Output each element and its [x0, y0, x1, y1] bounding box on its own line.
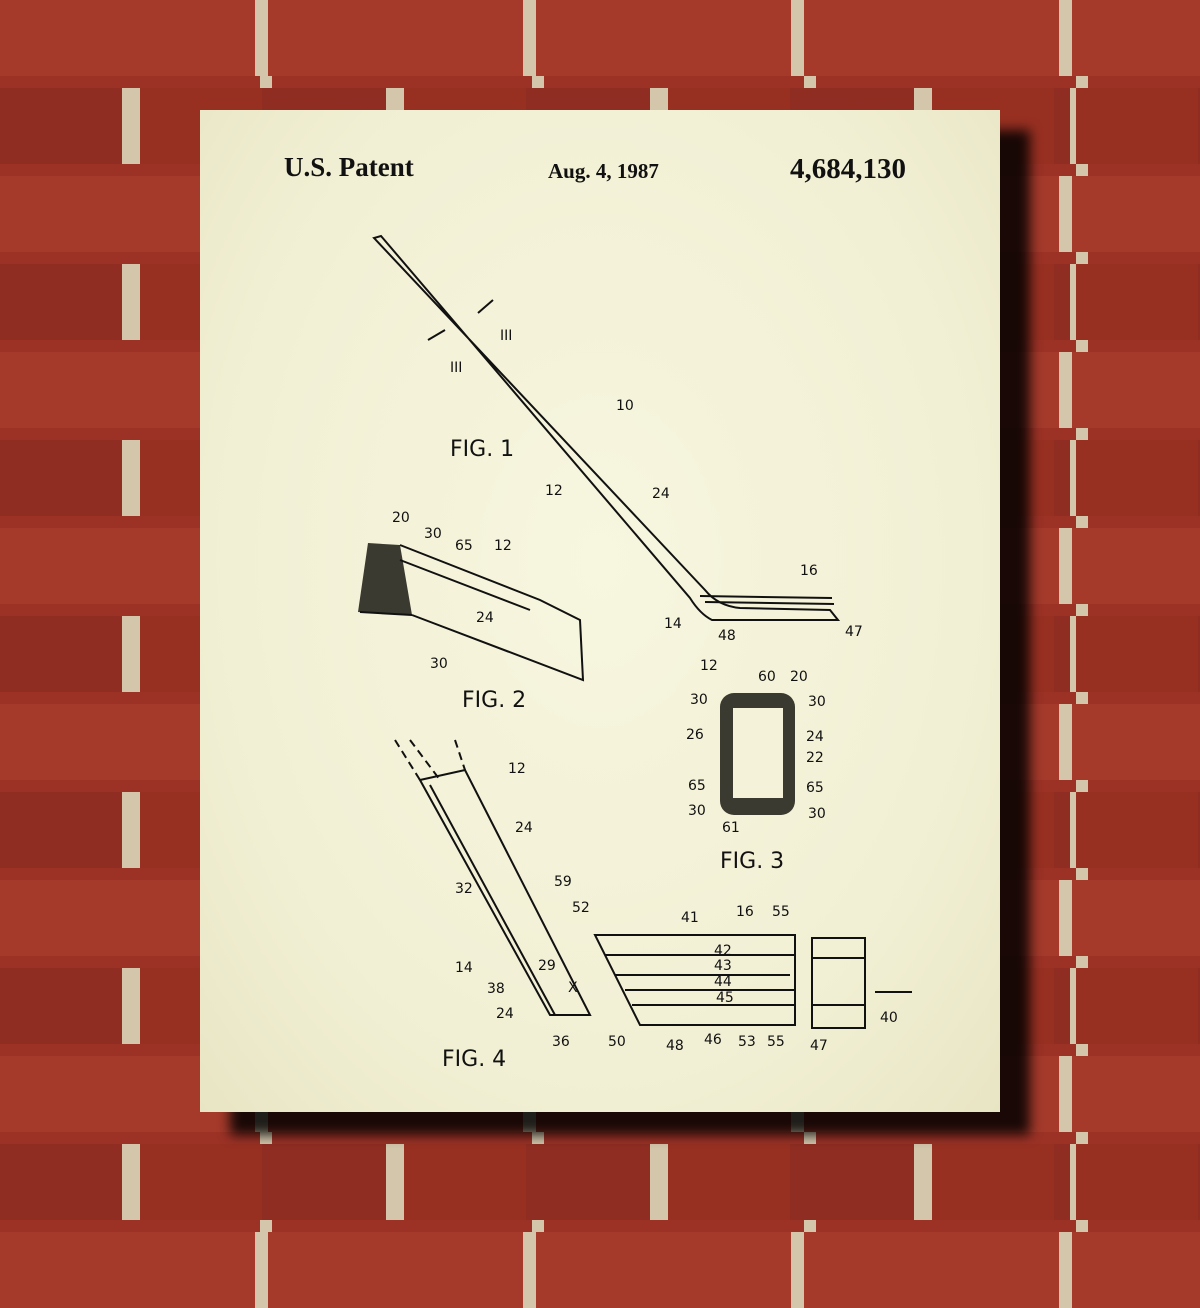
fig3-label: 26: [686, 727, 704, 743]
fig4-label: 59: [554, 874, 572, 890]
fig4-label: 53: [738, 1034, 756, 1050]
fig4-label: 52: [572, 900, 590, 916]
patent-label: U.S. Patent: [284, 152, 414, 182]
fig4-label: 12: [508, 761, 526, 777]
fig1-label: 16: [800, 563, 818, 579]
fig3-cross-section: [720, 693, 795, 815]
fig4-label: 42: [714, 943, 732, 959]
fig4-label: X: [568, 980, 578, 996]
fig2-label: 65: [455, 538, 473, 554]
fig2-section-view: [358, 543, 585, 682]
patent-number: 4,684,130: [790, 153, 906, 185]
fig3-label: 30: [690, 692, 708, 708]
fig4-label: 40: [880, 1010, 898, 1026]
fig1-title: FIG. 1: [450, 437, 514, 462]
fig4-label: 36: [552, 1034, 570, 1050]
fig1-label: III: [500, 328, 512, 344]
fig2-label: 12: [494, 538, 512, 554]
fig4-label: 41: [681, 910, 699, 926]
fig3-label: 30: [808, 806, 826, 822]
fig4-label: 24: [496, 1006, 514, 1022]
fig1-label: 24: [652, 486, 670, 502]
fig4-label: 14: [455, 960, 473, 976]
fig2-label: 30: [430, 656, 448, 672]
patent-drawing: U.S. Patent Aug. 4, 1987 4,684,130 FIG. …: [284, 152, 912, 1072]
fig3-label: 30: [688, 803, 706, 819]
patent-date: Aug. 4, 1987: [548, 159, 659, 183]
fig3-label: 65: [688, 778, 706, 794]
fig3-label: 30: [808, 694, 826, 710]
fig1-label: 47: [845, 624, 863, 640]
fig1-label: III: [450, 360, 462, 376]
fig3-label: 12: [700, 658, 718, 674]
fig2-label: 24: [476, 610, 494, 626]
fig3-label: 24: [806, 729, 824, 745]
fig4-label: 44: [714, 974, 732, 990]
fig4-label: 38: [487, 981, 505, 997]
fig1-label: 14: [664, 616, 682, 632]
fig3-label: 22: [806, 750, 824, 766]
fig4-label: 24: [515, 820, 533, 836]
fig2-label: 30: [424, 526, 442, 542]
fig4-label: 50: [608, 1034, 626, 1050]
fig4-blade-detail: [394, 739, 912, 1029]
fig2-label: 20: [392, 510, 410, 526]
fig1-label: 48: [718, 628, 736, 644]
fig4-label: 32: [455, 881, 473, 897]
fig4-label: 16: [736, 904, 754, 920]
fig1-label: 10: [616, 398, 634, 414]
fig3-label: 61: [722, 820, 740, 836]
fig1-label: 12: [545, 483, 563, 499]
fig4-label: 46: [704, 1032, 722, 1048]
fig4-label: 29: [538, 958, 556, 974]
fig3-label: 65: [806, 780, 824, 796]
fig4-label: 55: [772, 904, 790, 920]
fig4-label: 47: [810, 1038, 828, 1054]
fig3-title: FIG. 3: [720, 849, 784, 874]
fig2-title: FIG. 2: [462, 688, 526, 713]
fig3-label: 20: [790, 669, 808, 685]
fig4-label: 48: [666, 1038, 684, 1054]
fig4-label: 55: [767, 1034, 785, 1050]
fig1-hockey-stick: [372, 234, 841, 621]
fig4-label: 45: [716, 990, 734, 1006]
fig4-title: FIG. 4: [442, 1047, 506, 1072]
fig4-label: 43: [714, 958, 732, 974]
fig3-label: 60: [758, 669, 776, 685]
